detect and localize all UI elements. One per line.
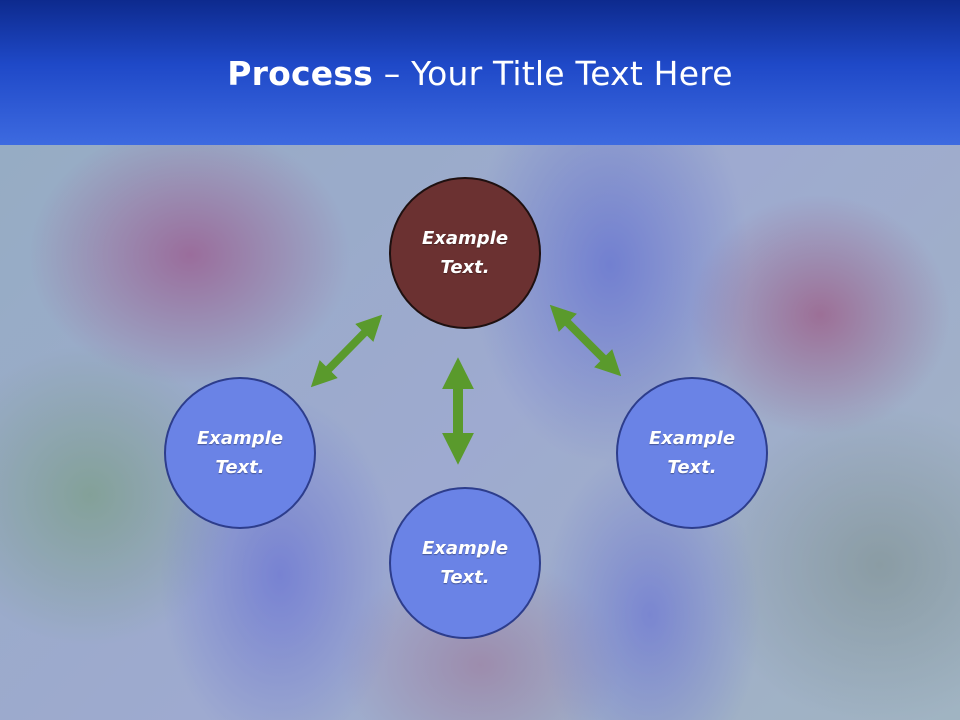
double-arrow-top-right: [549, 304, 622, 377]
title-bar: Process – Your Title Text Here: [0, 0, 960, 145]
title-bold: Process: [227, 54, 374, 93]
node-left-label: Example Text.: [196, 428, 284, 478]
node-bottom[interactable]: Example Text.: [389, 487, 541, 639]
slide-title: Process – Your Title Text Here: [0, 52, 960, 96]
title-rest: – Your Title Text Here: [373, 54, 733, 93]
node-right[interactable]: Example Text.: [616, 377, 768, 529]
node-top-center[interactable]: Example Text.: [389, 177, 541, 329]
node-right-label: Example Text.: [648, 428, 736, 478]
double-arrow-top-left: [310, 314, 383, 388]
node-top-label: Example Text.: [421, 228, 509, 278]
node-left[interactable]: Example Text.: [164, 377, 316, 529]
node-bottom-label: Example Text.: [421, 538, 509, 588]
